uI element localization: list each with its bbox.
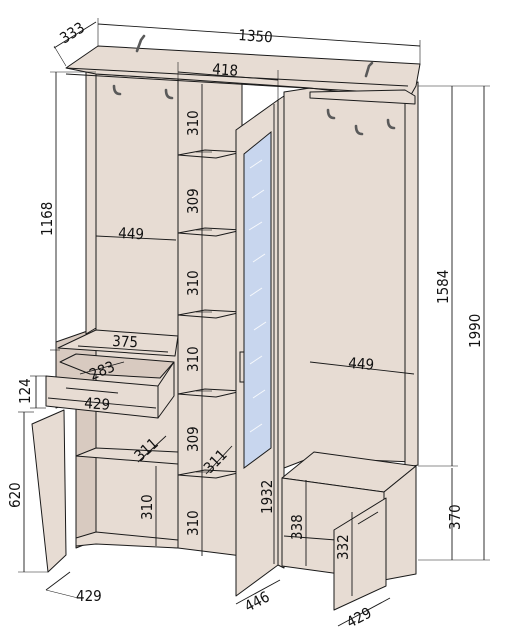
mirror-reflections (248, 159, 267, 433)
right-door (333, 497, 387, 611)
dim-lower-cabinet-height: 620 (6, 482, 24, 508)
dim-column-shelf-2: 309 (184, 188, 202, 214)
dim-column-shelf-6: 310 (184, 510, 202, 536)
dim-drawer-top-width: 375 (112, 332, 139, 351)
dim-column-shelf-1: 310 (184, 110, 202, 136)
right-shelf (309, 89, 416, 105)
left-side-strip (85, 69, 97, 335)
mirror-door (235, 99, 279, 597)
dim-column-shelf-3: 310 (184, 270, 202, 296)
dim-total-height: 1990 (466, 314, 484, 348)
dim-drawer-height: 124 (16, 378, 34, 404)
dim-right-panel-height: 1584 (434, 270, 452, 304)
dim-total-width: 1350 (238, 26, 274, 46)
right-back-panel (283, 87, 416, 469)
left-back-panel (95, 73, 179, 549)
drawer-side (157, 361, 175, 419)
dim-column-shelf-4: 310 (184, 346, 202, 372)
coat-hook-5-icon (386, 118, 396, 130)
left-door (31, 409, 67, 573)
dim-drawer-front-width: 429 (84, 394, 111, 414)
coat-hook-4-icon (354, 124, 364, 136)
coat-hook-1-icon (112, 84, 122, 96)
dimension-lines (18, 18, 490, 627)
coat-hook-3-icon (326, 108, 336, 120)
dim-bench-inner-height: 338 (288, 514, 306, 540)
right-door-handle (357, 511, 379, 525)
left-bottom-board (75, 531, 179, 549)
right-divider (277, 95, 285, 569)
right-side-panel (404, 81, 419, 469)
left-middle-shelf (75, 447, 179, 465)
mirror-door-handle (239, 351, 245, 383)
dim-left-niche-height: 1168 (38, 202, 56, 236)
dim-bench-height: 370 (446, 504, 464, 530)
dim-left-lower-shelf-height: 310 (138, 494, 156, 520)
left-niche-shelf (57, 329, 179, 357)
bench-inner-shelf (283, 535, 337, 541)
top-hook-right-icon (364, 61, 374, 78)
coat-hook-2-icon (164, 88, 174, 100)
mirror-glass (243, 130, 272, 469)
top-hook-left-icon (135, 34, 146, 53)
dim-right-door-width: 429 (343, 604, 374, 632)
dim-left-door-width: 429 (76, 587, 102, 605)
bench (281, 451, 417, 611)
dim-column-shelf-5: 309 (184, 426, 202, 452)
dim-door-height: 1932 (258, 480, 276, 514)
dim-right-door-height: 332 (334, 534, 352, 560)
dim-left-niche-width: 449 (118, 224, 145, 243)
dim-column-width: 418 (212, 60, 239, 80)
dim-right-niche-width: 449 (348, 354, 375, 374)
drawer-handle (65, 387, 119, 394)
dim-center-door-width: 446 (241, 588, 272, 616)
